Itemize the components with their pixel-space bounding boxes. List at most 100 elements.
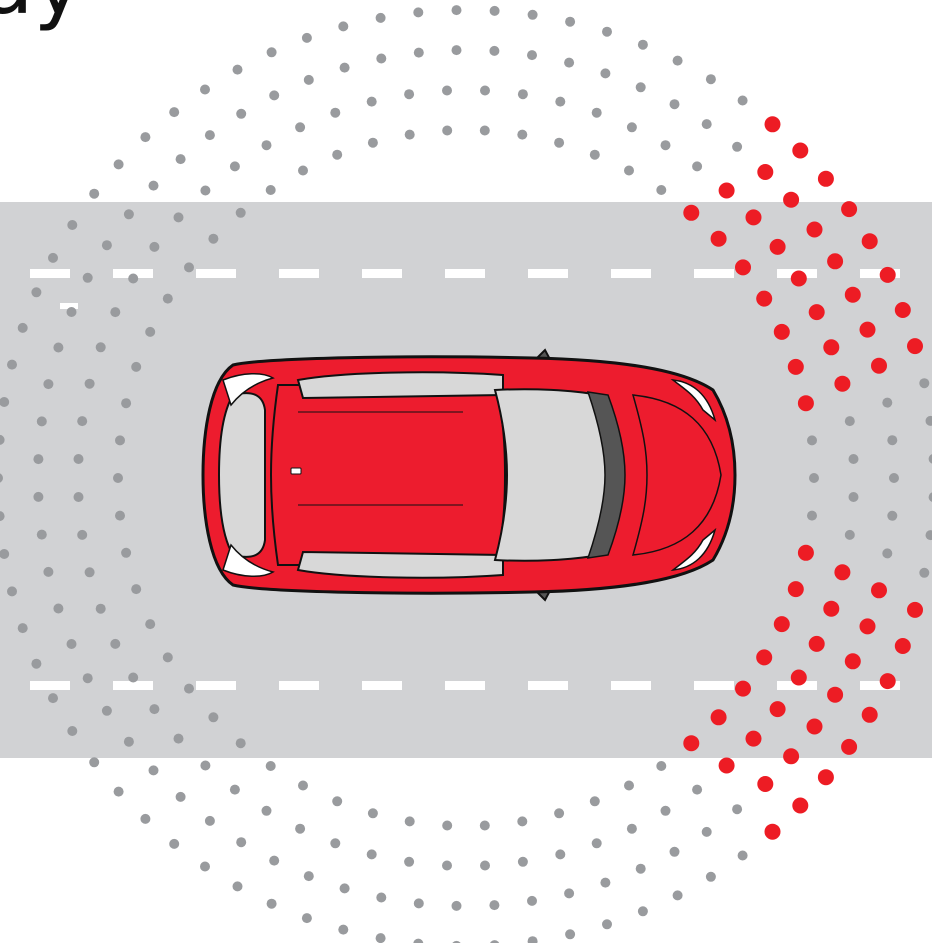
sensor-dot	[302, 913, 312, 923]
sensor-dot	[414, 48, 424, 58]
sensor-dot	[31, 659, 41, 669]
sensor-dot	[169, 107, 179, 117]
sensor-dot	[706, 872, 716, 882]
sensor-dot	[590, 796, 600, 806]
sensor-dot	[128, 274, 138, 284]
sensor-dot-active	[791, 670, 807, 686]
sensor-dot	[43, 567, 53, 577]
sensor-dot	[169, 839, 179, 849]
sensor-dot	[887, 511, 897, 521]
sensor-dot	[367, 849, 377, 859]
sensor-dot	[807, 435, 817, 445]
lane-dash	[30, 269, 70, 278]
sensor-dot	[656, 761, 666, 771]
sensor-dot	[266, 185, 276, 195]
sensor-dot	[404, 857, 414, 867]
sensor-dot	[149, 181, 159, 191]
sensor-dot	[7, 586, 17, 596]
sensor-dot	[738, 851, 748, 861]
sensor-dot-active	[757, 164, 773, 180]
sensor-dot	[96, 604, 106, 614]
sensor-dot	[298, 166, 308, 176]
sensor-dot	[102, 240, 112, 250]
sensor-dot	[661, 806, 671, 816]
sensor-dot	[230, 161, 240, 171]
sensor-dot	[480, 821, 490, 831]
sensor-dot-active	[756, 291, 772, 307]
sensor-dot	[67, 220, 77, 230]
sensor-dot	[184, 684, 194, 694]
lane-dash	[196, 269, 236, 278]
sensor-dot	[302, 33, 312, 43]
sensor-dot	[518, 89, 528, 99]
sensor-dot	[489, 46, 499, 56]
sensor-dot	[702, 827, 712, 837]
sensor-dot	[602, 919, 612, 929]
sensor-dot	[624, 166, 634, 176]
sensor-dot	[37, 530, 47, 540]
sensor-dot	[442, 86, 452, 96]
sensor-dot-active	[735, 681, 751, 697]
sensor-dot-active	[791, 271, 807, 287]
sensor-dot	[176, 792, 186, 802]
sensor-dot	[200, 862, 210, 872]
sensor-dot-active	[907, 338, 923, 354]
sensor-dot	[517, 816, 527, 826]
sensor-dot	[442, 126, 452, 136]
sensor-dot-active	[841, 739, 857, 755]
sensor-dot-active	[788, 359, 804, 375]
sensor-dot	[208, 234, 218, 244]
sensor-dot-active	[711, 709, 727, 725]
sensor-dot	[102, 706, 112, 716]
sensor-dot	[638, 906, 648, 916]
sensor-dot-active	[809, 636, 825, 652]
sensor-dot-active	[792, 143, 808, 159]
sensor-dot	[200, 85, 210, 95]
sensor-dot	[85, 567, 95, 577]
sensor-dot-active	[827, 253, 843, 269]
lane-dash	[445, 681, 485, 690]
sensor-dot	[600, 68, 610, 78]
sensor-dot	[661, 140, 671, 150]
sensor-dot	[849, 492, 859, 502]
sensor-dot-active	[827, 687, 843, 703]
sensor-dot	[554, 808, 564, 818]
sensor-dot	[656, 185, 666, 195]
sensor-dot-active	[818, 769, 834, 785]
sensor-dot	[262, 140, 272, 150]
sensor-dot-active	[880, 673, 896, 689]
sensor-dot-active	[834, 376, 850, 392]
sensor-dot	[919, 378, 929, 388]
sensor-dot	[376, 13, 386, 23]
sensor-dot	[295, 824, 305, 834]
sensor-dot-active	[871, 582, 887, 598]
sensor-dot	[269, 90, 279, 100]
sensor-dot-active	[792, 798, 808, 814]
sensor-dot-active	[871, 358, 887, 374]
sensor-dot	[480, 861, 490, 871]
sensor-dot	[77, 530, 87, 540]
sensor-dot	[414, 898, 424, 908]
sensor-dot	[738, 96, 748, 106]
sensor-dot-active	[765, 824, 781, 840]
sensor-dot	[517, 130, 527, 140]
lane-dash	[30, 681, 70, 690]
sensor-dot	[208, 712, 218, 722]
sensor-dot-active	[774, 616, 790, 632]
sensor-dot	[849, 454, 859, 464]
sensor-dot-active	[818, 171, 834, 187]
sensor-dot	[527, 896, 537, 906]
sensor-dot	[145, 327, 155, 337]
sensor-dot-active	[770, 239, 786, 255]
lane-dash	[694, 269, 734, 278]
sensor-dot	[33, 454, 43, 464]
car-top-view-icon	[203, 350, 735, 600]
sensor-dot	[110, 639, 120, 649]
sensor-dot	[330, 108, 340, 118]
side-window-bottom	[298, 552, 503, 578]
sensor-dot-active	[719, 758, 735, 774]
sensor-dot	[163, 652, 173, 662]
sensor-dot	[53, 343, 63, 353]
sensor-dot	[338, 925, 348, 935]
sensor-dot-active	[783, 748, 799, 764]
